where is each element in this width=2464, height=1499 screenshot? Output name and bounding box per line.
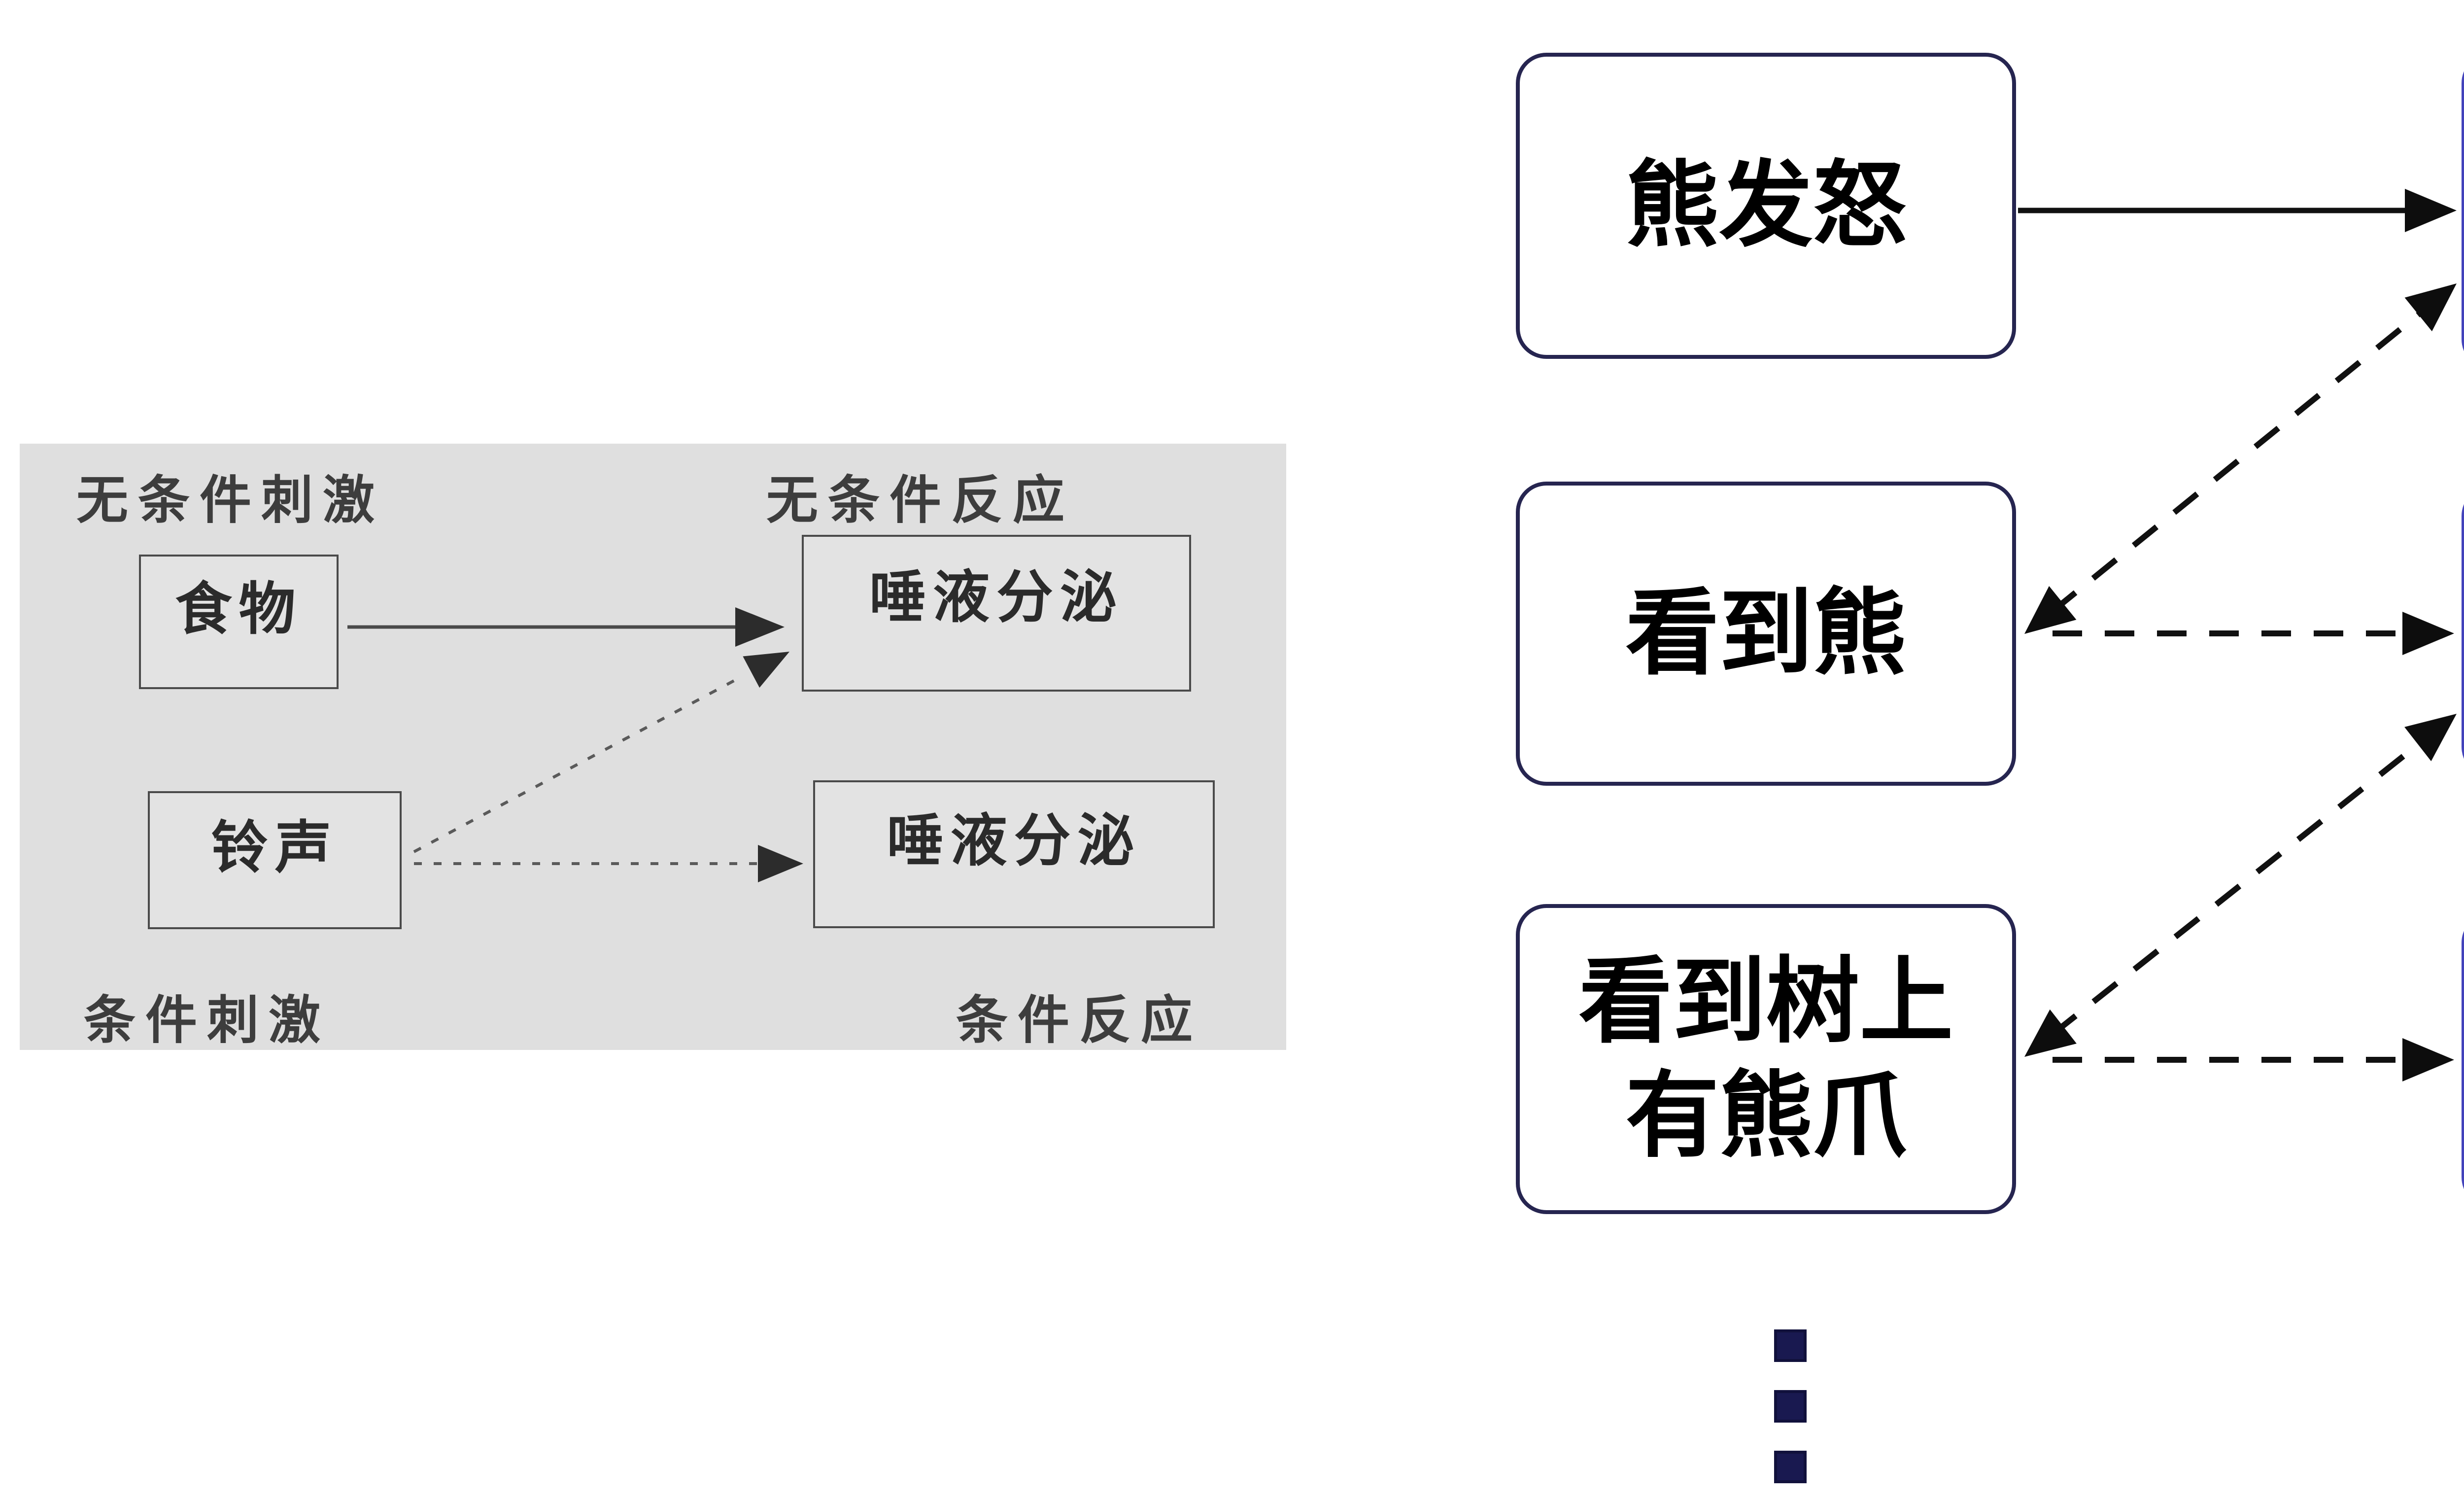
- see-claw-box: 看到树上 有熊爪: [1516, 904, 2016, 1214]
- bell-box-label: 铃声: [211, 816, 339, 879]
- see-bear-to-value-next-dashed-arrow: [2053, 612, 2454, 655]
- unconditioned-response-label: 无条件反应: [766, 472, 1075, 529]
- see-bear-to-reward-dashed-arrow: [2024, 283, 2457, 634]
- see-claw-label-line1: 看到树上: [1578, 949, 1953, 1054]
- arrowhead-icon: [2024, 586, 2077, 634]
- reward-box: 奖励: [2462, 53, 2464, 370]
- left-ellipsis-dot: [1774, 1390, 1807, 1423]
- arrowhead-icon: [2405, 189, 2457, 232]
- left-ellipsis-dot: [1774, 1329, 1807, 1362]
- bear-angry-box: 熊发怒: [1516, 53, 2016, 359]
- arrowhead-icon: [2404, 714, 2457, 762]
- food-box: 食物: [139, 555, 339, 689]
- conditioned-response-label: 条件反应: [956, 992, 1203, 1049]
- arrowhead-icon: [2402, 1038, 2454, 1081]
- value-next-state-box: V(s′): [2462, 486, 2464, 777]
- see-bear-box: 看到熊: [1516, 482, 2016, 786]
- arrowhead-icon: [2404, 283, 2457, 332]
- bell-box: 铃声: [148, 791, 402, 929]
- left-ellipsis-dot: [1774, 1451, 1807, 1483]
- conditioned-stimulus-label: 条件刺激: [84, 992, 331, 1049]
- see-bear-label: 看到熊: [1625, 581, 1907, 686]
- salivation-bottom-label: 唾液分泌: [887, 809, 1141, 872]
- see-claw-label-line2: 有熊爪: [1625, 1063, 1907, 1168]
- arrowhead-icon: [2402, 612, 2454, 655]
- value-state-box: V(s): [2462, 912, 2464, 1208]
- salivation-bottom-box: 唾液分泌: [813, 780, 1215, 928]
- food-box-label: 食物: [175, 578, 303, 641]
- arrowhead-icon: [2024, 1009, 2077, 1057]
- bear-to-reward-arrow: [2018, 189, 2457, 232]
- salivation-top-label: 唾液分泌: [869, 566, 1124, 629]
- bear-angry-label: 熊发怒: [1625, 153, 1907, 258]
- salivation-top-box: 唾液分泌: [802, 535, 1191, 692]
- unconditioned-stimulus-label: 无条件刺激: [76, 472, 385, 529]
- see-claw-to-value-next-dashed-arrow: [2024, 714, 2457, 1057]
- see-claw-to-value-dashed-arrow: [2053, 1038, 2454, 1081]
